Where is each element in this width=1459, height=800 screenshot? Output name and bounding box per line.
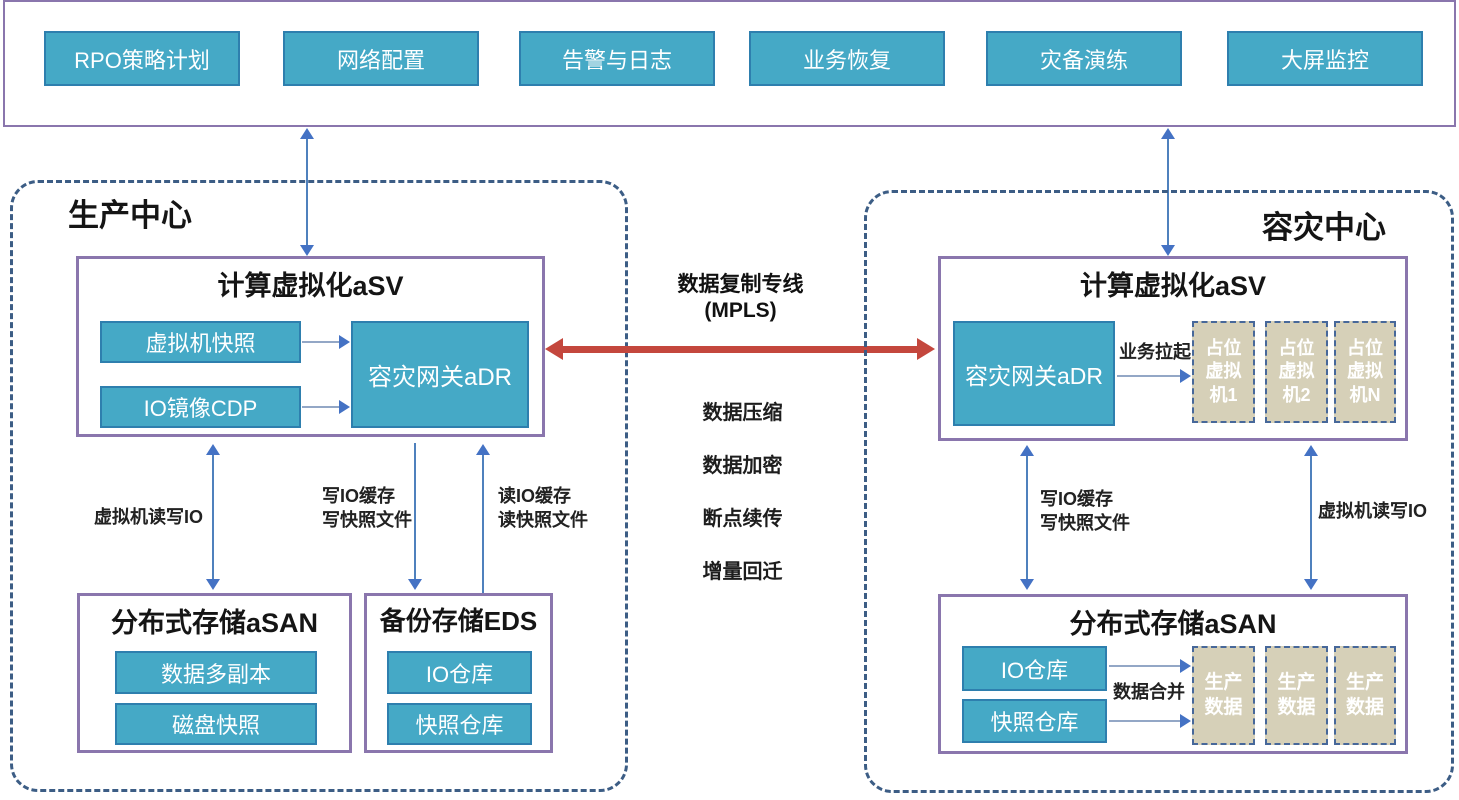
arrow-iorepo-to-data bbox=[1109, 659, 1191, 673]
arrowhead-down-icon bbox=[206, 579, 220, 590]
chip-business-recovery: 业务恢复 bbox=[749, 31, 945, 86]
production-center-box bbox=[10, 180, 628, 792]
chip-network-config: 网络配置 bbox=[283, 31, 479, 86]
replication-link-title: 数据复制专线 (MPLS) bbox=[638, 272, 843, 325]
production-asv-box: 计算虚拟化aSV 虚拟机快照 IO镜像CDP 容灾网关aDR bbox=[76, 256, 545, 437]
arrowhead-right-icon bbox=[339, 400, 350, 414]
placeholder-vmn-box: 占位 虚拟 机N bbox=[1334, 321, 1396, 423]
io-mirror-cdp-box: IO镜像CDP bbox=[100, 386, 301, 428]
feature-incremental-return: 增量回迁 bbox=[702, 561, 783, 583]
arrowhead-right-icon bbox=[917, 338, 935, 360]
arrowhead-right-icon bbox=[1180, 659, 1191, 673]
label-data-merge: 数据合并 bbox=[1113, 682, 1185, 702]
replication-link-line1: 数据复制专线 bbox=[677, 273, 804, 296]
arrowhead-up-icon bbox=[1161, 128, 1175, 139]
production-eds-box: 备份存储EDS IO仓库 快照仓库 bbox=[364, 593, 553, 753]
chip-rpo-policy: RPO策略计划 bbox=[44, 31, 240, 86]
label-business-pullup: 业务拉起 bbox=[1119, 342, 1191, 362]
arrowhead-down-icon bbox=[1020, 579, 1034, 590]
production-data1-box: 生产 数据 bbox=[1192, 646, 1255, 745]
arrowhead-left-icon bbox=[545, 338, 563, 360]
vm-snapshot-box: 虚拟机快照 bbox=[100, 321, 301, 363]
feature-data-encrypt: 数据加密 bbox=[702, 455, 783, 477]
dr-asv-box: 计算虚拟化aSV 容灾网关aDR 业务拉起 占位 虚拟 机1 占位 虚拟 机2 … bbox=[938, 256, 1408, 441]
production-asan-box: 分布式存储aSAN 数据多副本 磁盘快照 bbox=[77, 593, 352, 753]
arrowhead-down-icon bbox=[408, 579, 422, 590]
arrowhead-up-icon bbox=[300, 128, 314, 139]
io-repo-box-left: IO仓库 bbox=[387, 651, 532, 694]
label-write-io-cache-left: 写IO缓存 写快照文件 bbox=[322, 486, 412, 531]
arrow-read-io-cache-left bbox=[476, 444, 490, 593]
placeholder-vm1-box: 占位 虚拟 机1 bbox=[1192, 321, 1255, 423]
arrowhead-right-icon bbox=[1180, 369, 1191, 383]
arrow-bar-to-production-asv bbox=[300, 128, 314, 256]
arrow-gateway-to-vms bbox=[1117, 369, 1191, 383]
feature-resume-transfer: 断点续传 bbox=[702, 508, 783, 530]
dr-asan-box: 分布式存储aSAN IO仓库 快照仓库 数据合并 生产 数据 生产 数据 生产 … bbox=[938, 594, 1408, 754]
feature-data-compress: 数据压缩 bbox=[702, 402, 783, 424]
snapshot-repo-box-right: 快照仓库 bbox=[962, 699, 1107, 743]
arrow-write-io-cache-right bbox=[1020, 445, 1034, 590]
arrowhead-up-icon bbox=[1304, 445, 1318, 456]
arrow-snaprepo-to-data bbox=[1109, 714, 1191, 728]
replication-link-arrow bbox=[545, 338, 935, 360]
top-function-bar: RPO策略计划 网络配置 告警与日志 业务恢复 灾备演练 大屏监控 bbox=[3, 0, 1456, 127]
data-multi-copy-box: 数据多副本 bbox=[115, 651, 317, 694]
arrowhead-up-icon bbox=[1020, 445, 1034, 456]
production-asan-title: 分布式存储aSAN bbox=[110, 608, 319, 638]
label-vm-rw-io-right: 虚拟机读写IO bbox=[1318, 501, 1428, 521]
label-write-io-cache-right: 写IO缓存 写快照文件 bbox=[1040, 489, 1130, 534]
arrowhead-right-icon bbox=[1180, 714, 1191, 728]
arrowhead-down-icon bbox=[1304, 579, 1318, 590]
arrowhead-right-icon bbox=[339, 335, 350, 349]
production-eds-title: 备份存储EDS bbox=[379, 606, 538, 636]
arrowhead-up-icon bbox=[206, 444, 220, 455]
arrow-iomirror-to-gateway bbox=[302, 400, 350, 414]
production-data2-box: 生产 数据 bbox=[1265, 646, 1328, 745]
snapshot-repo-box-left: 快照仓库 bbox=[387, 703, 532, 745]
arrowhead-up-icon bbox=[476, 444, 490, 455]
dr-center-title: 容灾中心 bbox=[1262, 210, 1386, 245]
dr-center-box bbox=[864, 190, 1454, 793]
placeholder-vm2-box: 占位 虚拟 机2 bbox=[1265, 321, 1328, 423]
arrow-vm-rw-io-right bbox=[1304, 445, 1318, 590]
disk-snapshot-box: 磁盘快照 bbox=[115, 703, 317, 745]
arrow-vmsnap-to-gateway bbox=[302, 335, 350, 349]
chip-big-screen: 大屏监控 bbox=[1227, 31, 1423, 86]
production-dr-gateway-box: 容灾网关aDR bbox=[351, 321, 529, 428]
replication-link-line2: (MPLS) bbox=[704, 299, 777, 323]
chip-dr-drill: 灾备演练 bbox=[986, 31, 1182, 86]
label-read-io-cache-left: 读IO缓存 读快照文件 bbox=[498, 486, 588, 531]
replication-feature-list: 数据压缩 数据加密 断点续传 增量回迁 bbox=[655, 396, 830, 584]
arrowhead-down-icon bbox=[1161, 245, 1175, 256]
label-vm-rw-io-left: 虚拟机读写IO bbox=[94, 507, 204, 527]
arrowhead-down-icon bbox=[300, 245, 314, 256]
production-data3-box: 生产 数据 bbox=[1334, 646, 1396, 745]
production-asv-title: 计算虚拟化aSV bbox=[217, 271, 404, 301]
chip-alarm-log: 告警与日志 bbox=[519, 31, 715, 86]
dr-gateway-box: 容灾网关aDR bbox=[953, 321, 1115, 426]
arrow-write-io-cache-left bbox=[408, 443, 422, 590]
production-center-title: 生产中心 bbox=[68, 198, 192, 233]
arrow-vm-rw-io-left bbox=[206, 444, 220, 590]
dr-asan-title: 分布式存储aSAN bbox=[1069, 609, 1277, 639]
dr-asv-title: 计算虚拟化aSV bbox=[1079, 271, 1267, 301]
io-repo-box-right: IO仓库 bbox=[962, 646, 1107, 691]
